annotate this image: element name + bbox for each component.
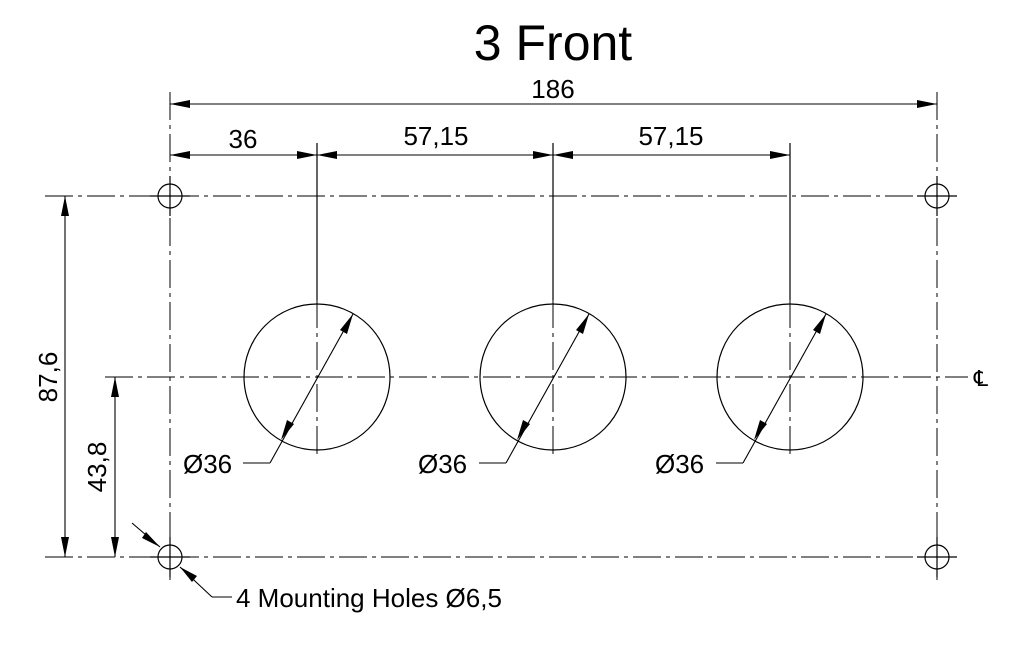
hole-1-label: Ø36 (183, 449, 232, 479)
mounting-hole-bottom-left (150, 537, 190, 577)
overall-width-label: 186 (531, 74, 574, 104)
mounting-hole-bottom-right (917, 537, 957, 577)
arrowhead (61, 537, 69, 557)
hole-1-circle (243, 303, 391, 451)
arrowhead (111, 537, 119, 557)
arrowhead (917, 100, 937, 108)
arrowhead (281, 420, 294, 440)
spacing-1-label: 57,15 (403, 121, 468, 151)
mounting-hole-top-right (917, 176, 957, 216)
arrowhead (170, 151, 190, 159)
arrowhead (340, 314, 353, 334)
arrowhead (813, 314, 826, 334)
mounting-holes-label: 4 Mounting Holes Ø6,5 (236, 583, 502, 613)
arrowhead (111, 377, 119, 397)
hole-3-diameter-leader (742, 313, 827, 464)
spacing-2-label: 57,15 (638, 121, 703, 151)
arrowhead (517, 420, 530, 440)
arrowhead (553, 151, 573, 159)
hole-2-circle (479, 303, 627, 451)
hole-2-diameter-leader (505, 313, 590, 464)
half-height-label: 43,8 (82, 442, 112, 493)
arrowhead (533, 151, 553, 159)
hole-3-label: Ø36 (655, 449, 704, 479)
centerline-symbol: ℄ (973, 366, 989, 391)
hole-1-diameter-leader (269, 313, 354, 464)
arrowhead (61, 196, 69, 216)
first-offset-label: 36 (229, 124, 258, 154)
arrowhead (297, 151, 317, 159)
arrowhead (770, 151, 790, 159)
arrowhead (170, 100, 190, 108)
arrowhead (142, 532, 160, 547)
hole-3-circle (716, 303, 864, 451)
mounting-hole-top-left (150, 176, 190, 216)
hole-2-label: Ø36 (418, 449, 467, 479)
arrowhead (576, 314, 589, 334)
overall-height-label: 87,6 (33, 352, 63, 403)
arrowhead (180, 567, 197, 582)
arrowhead (754, 420, 767, 440)
drawing-title: 3 Front (474, 15, 633, 71)
arrowhead (317, 151, 337, 159)
